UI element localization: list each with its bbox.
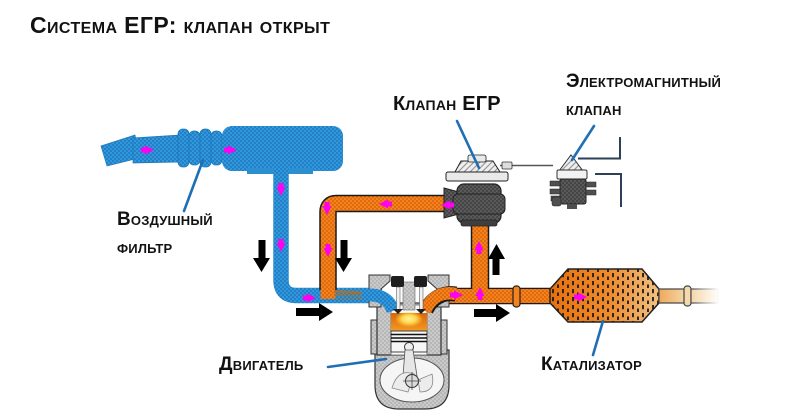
air-filter-neck [132, 134, 181, 164]
air-filter-housing [222, 126, 343, 171]
connecting-rod [402, 349, 418, 377]
vacuum-hose-upper [578, 137, 621, 160]
label-air-filter-line1: Воздушный [117, 209, 213, 230]
arrow-right-intake [296, 303, 333, 321]
solenoid-valve [549, 137, 622, 209]
engine [360, 274, 458, 410]
air-filter [100, 126, 343, 174]
catalyst [549, 268, 719, 323]
leader-solenoid [570, 124, 596, 162]
leader-air-filter [182, 158, 205, 213]
label-egr-valve: Клапан ЕГР [393, 90, 501, 118]
label-solenoid-line2: клапан [566, 99, 622, 120]
label-engine: Двигатель [219, 351, 303, 379]
vacuum-hose-lower [595, 173, 622, 207]
air-filter-bellows [177, 128, 223, 168]
engine-valves [391, 276, 427, 314]
intake-pipe [273, 168, 382, 304]
diagram-title: Система ЕГР: клапан открыт [30, 12, 331, 38]
label-catalyst: Катализатор [541, 351, 642, 379]
leader-catalyst [591, 319, 605, 357]
leader-egr-valve [455, 119, 481, 170]
label-egr-valve-text: Клапан ЕГР [393, 93, 501, 115]
label-air-filter: Воздушный фильтр [117, 206, 213, 262]
leader-lines [182, 119, 605, 369]
arrow-down-egr [335, 240, 352, 272]
arrow-right-exhaust [474, 304, 510, 322]
leader-engine [326, 357, 388, 369]
label-engine-text: Двигатель [219, 354, 304, 375]
flow-arrows-black [253, 240, 510, 322]
label-catalyst-text: Катализатор [541, 354, 642, 375]
arrow-up-egr [488, 244, 505, 275]
intake-runner [360, 288, 400, 314]
egr-valve [443, 154, 553, 227]
catalyst-outlet-clamp [683, 285, 692, 307]
arrow-down-intake [253, 240, 270, 272]
exhaust-pipe-clamp [512, 285, 521, 308]
label-solenoid-valve: Электромагнитный клапан [566, 68, 721, 124]
label-air-filter-line2: фильтр [117, 237, 173, 258]
label-solenoid-line1: Электромагнитный [566, 71, 722, 92]
egr-diaphragm-flange [445, 171, 509, 182]
